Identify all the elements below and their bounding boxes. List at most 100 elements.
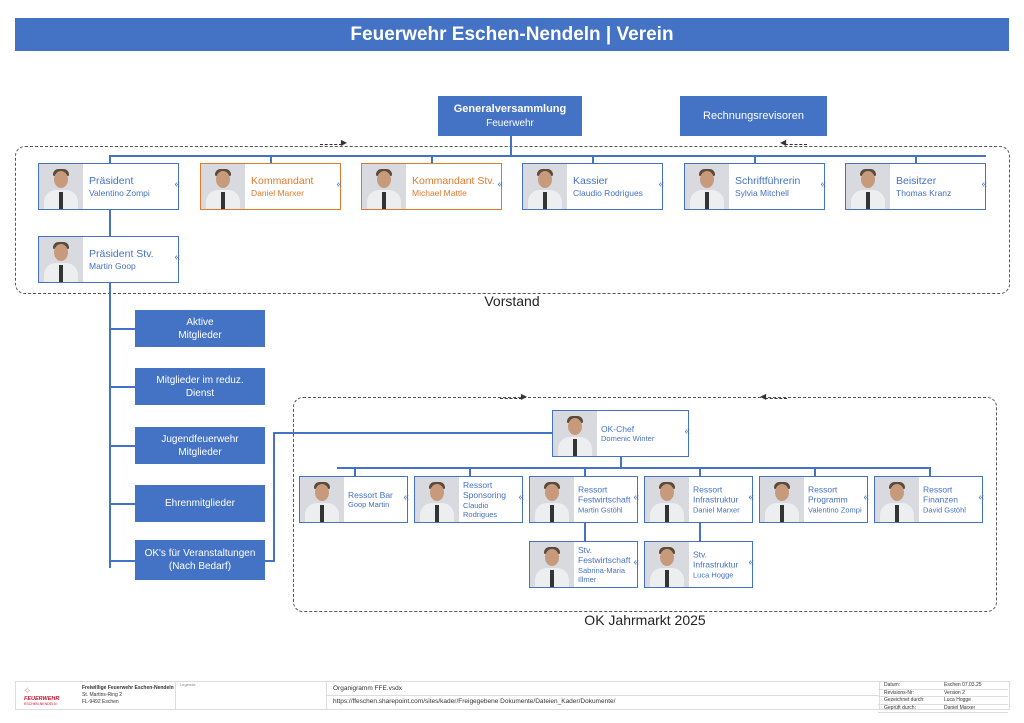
- photo-tie: [382, 192, 386, 209]
- collapse-chevron-icon[interactable]: «: [174, 252, 180, 263]
- collapse-chevron-icon[interactable]: «: [863, 492, 869, 503]
- rechnungsrevisoren-box[interactable]: Rechnungsrevisoren: [680, 96, 827, 136]
- arrowhead-icon: ◀: [760, 392, 767, 401]
- card-name: Claudio Rodrigues: [573, 187, 643, 198]
- card-role: Stv. Infrastruktur: [693, 549, 739, 570]
- collapse-chevron-icon[interactable]: «: [978, 492, 984, 503]
- photo-head: [700, 171, 714, 188]
- meta-label: Datum:: [884, 682, 901, 688]
- photo-tie: [895, 505, 899, 522]
- person-photo: [530, 477, 574, 522]
- person-photo: [39, 164, 83, 209]
- photo-tie: [665, 570, 669, 587]
- card-role: Ressort Bar: [348, 489, 393, 500]
- photo-head: [315, 484, 329, 501]
- file-url[interactable]: https://ffeschen.sharepoint.com/sites/ka…: [333, 698, 616, 705]
- logo-sub: ESCHEN-NENDELN: [24, 702, 57, 706]
- member-group-box[interactable]: OK's für Veranstaltungen(Nach Bedarf): [135, 540, 265, 580]
- connector-line: [754, 155, 756, 163]
- vorstand-label: Vorstand: [484, 293, 540, 309]
- photo-tie: [543, 192, 547, 209]
- photo-tie: [780, 505, 784, 522]
- arrowhead-icon: ▶: [520, 392, 527, 401]
- photo-tie: [320, 505, 324, 522]
- connector-line: [109, 283, 111, 568]
- person-photo: [553, 411, 597, 456]
- collapse-chevron-icon[interactable]: «: [748, 557, 754, 568]
- person-photo: [201, 164, 245, 209]
- person-card[interactable]: Kommandant Stv.Michael Mattle«: [361, 163, 503, 210]
- person-photo: [760, 477, 804, 522]
- collapse-chevron-icon[interactable]: «: [981, 179, 987, 190]
- collapse-chevron-icon[interactable]: «: [497, 179, 503, 190]
- card-role: Ressort Sponsoring: [463, 479, 507, 501]
- logo-eagle-icon: ⟡: [24, 685, 31, 696]
- card-name: Valentino Zompi: [808, 505, 862, 515]
- member-group-box[interactable]: Ehrenmitglieder: [135, 485, 265, 522]
- generalversammlung-box[interactable]: Generalversammlung Feuerwehr: [438, 96, 582, 136]
- connector-line: [273, 432, 552, 434]
- person-photo: [685, 164, 729, 209]
- card-name: Thomas Kranz: [896, 187, 952, 198]
- person-card[interactable]: Präsident Stv.Martin Goop«: [38, 236, 180, 283]
- meta-label: Revisions-Nr:: [884, 689, 915, 696]
- photo-head: [545, 484, 559, 501]
- ok-label: OK Jahrmarkt 2025: [584, 612, 706, 628]
- collapse-chevron-icon[interactable]: «: [518, 492, 524, 503]
- card-name: Sabrina-Maria Illmer: [578, 565, 626, 585]
- photo-tie: [573, 439, 577, 456]
- connector-line: [109, 386, 135, 388]
- person-photo: [300, 477, 344, 522]
- connector-line: [109, 445, 135, 447]
- photo-tie: [59, 265, 63, 282]
- collapse-chevron-icon[interactable]: «: [633, 492, 639, 503]
- photo-head: [568, 418, 582, 435]
- person-photo: [523, 164, 567, 209]
- legend-label: Legende: [175, 682, 196, 709]
- connector-line: [620, 457, 622, 467]
- photo-tie: [221, 192, 225, 209]
- member-group-box[interactable]: Mitglieder im reduz.Dienst: [135, 368, 265, 405]
- collapse-chevron-icon[interactable]: «: [174, 179, 180, 190]
- logo: ⟡ FEUERWEHR ESCHEN-NENDELN: [24, 685, 69, 706]
- org-name: Freiwillige Feuerwehr Eschen-Nendeln: [82, 685, 174, 691]
- collapse-chevron-icon[interactable]: «: [336, 179, 342, 190]
- connector-line: [592, 155, 594, 163]
- collapse-chevron-icon[interactable]: «: [403, 492, 409, 503]
- collapse-chevron-icon[interactable]: «: [633, 557, 639, 568]
- card-name: Valentino Zompi: [89, 187, 150, 198]
- connector-line: [109, 503, 135, 505]
- person-photo: [530, 542, 574, 587]
- photo-head: [545, 549, 559, 566]
- card-name: Sylvia Mitchell: [735, 187, 789, 198]
- collapse-chevron-icon[interactable]: «: [748, 492, 754, 503]
- meta-label: Gezeichnet durch:: [884, 697, 925, 704]
- collapse-chevron-icon[interactable]: «: [684, 426, 690, 437]
- collapse-chevron-icon[interactable]: «: [658, 179, 664, 190]
- collapse-chevron-icon[interactable]: «: [820, 179, 826, 190]
- card-role: OK-Chef: [601, 423, 635, 434]
- photo-tie: [550, 570, 554, 587]
- meta-label: Geprüft durch:: [884, 705, 916, 712]
